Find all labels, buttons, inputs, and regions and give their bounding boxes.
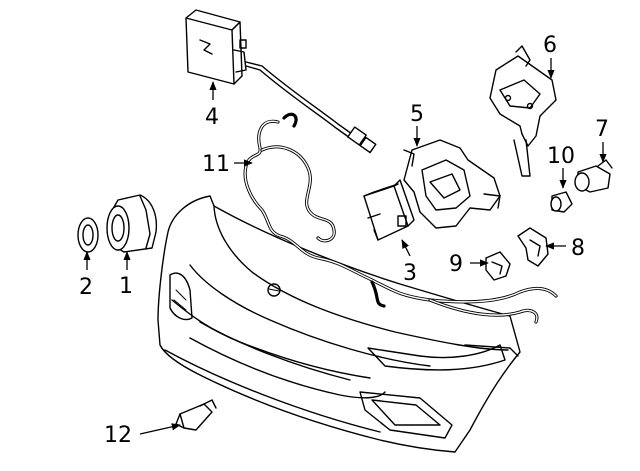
part-12-probe — [175, 399, 217, 431]
part-2-ring — [77, 217, 99, 253]
callout-8: 8 — [571, 236, 585, 261]
callout-5: 5 — [410, 102, 424, 127]
callout-labels: 1 2 3 4 5 6 7 8 9 10 11 12 — [79, 33, 609, 448]
callout-12: 12 — [104, 423, 132, 448]
part-8-clip — [517, 227, 549, 267]
part-1-sensor — [106, 194, 158, 253]
part-9-clip — [485, 251, 511, 281]
callout-6: 6 — [543, 33, 557, 58]
part-6-bracket — [489, 45, 557, 177]
part-4-radar — [185, 9, 247, 85]
callout-11: 11 — [202, 152, 230, 177]
part-4-harness — [245, 61, 377, 154]
part-7-sensor — [574, 159, 613, 193]
part-5-bracket — [403, 139, 501, 229]
callout-3: 3 — [403, 261, 417, 286]
leader-lines — [83, 58, 607, 435]
callout-1: 1 — [119, 274, 133, 299]
callout-10: 10 — [547, 144, 575, 169]
callout-4: 4 — [205, 105, 219, 130]
part-11-harness — [243, 112, 558, 324]
callout-2: 2 — [79, 275, 93, 300]
part-3-module — [363, 179, 415, 241]
callout-7: 7 — [595, 117, 609, 142]
part-10-sensor — [550, 191, 573, 213]
bumper-cover — [157, 195, 521, 453]
callout-9: 9 — [449, 252, 463, 277]
